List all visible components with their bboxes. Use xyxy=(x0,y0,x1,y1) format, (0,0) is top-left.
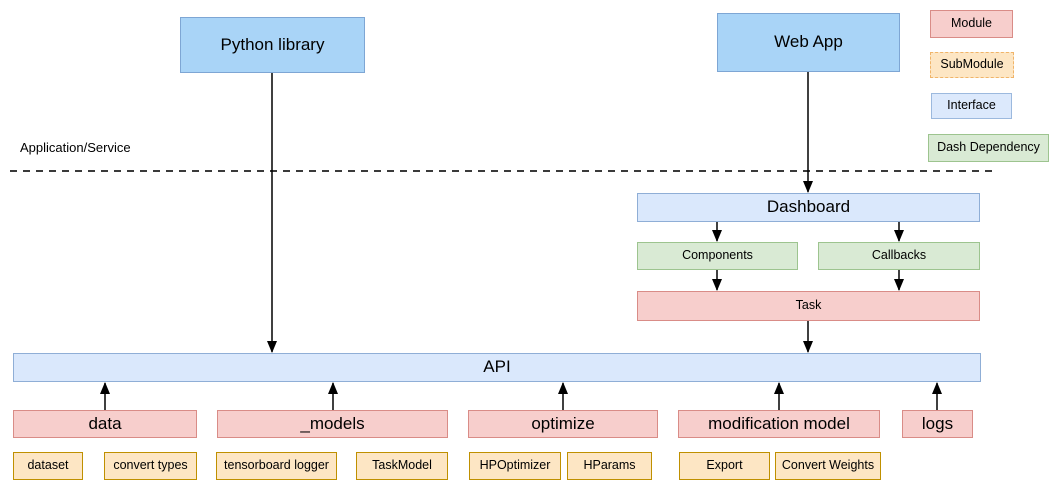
node-web-app: Web App xyxy=(717,13,900,72)
node-export: Export xyxy=(679,452,770,480)
node-convert-weights: Convert Weights xyxy=(775,452,881,480)
section-label: Application/Service xyxy=(20,140,131,155)
legend-item-interface: Interface xyxy=(931,93,1012,119)
node-modification-model: modification model xyxy=(678,410,880,438)
node-convert-types: convert types xyxy=(104,452,197,480)
node-tensorboard-logger: tensorboard logger xyxy=(216,452,337,480)
legend-item-module: Module xyxy=(930,10,1013,38)
node-components: Components xyxy=(637,242,798,270)
node-optimize: optimize xyxy=(468,410,658,438)
node-dashboard: Dashboard xyxy=(637,193,980,222)
node-data: data xyxy=(13,410,197,438)
node-python-library: Python library xyxy=(180,17,365,73)
node-hpoptimizer: HPOptimizer xyxy=(469,452,561,480)
node-taskmodel: TaskModel xyxy=(356,452,448,480)
node-models: _models xyxy=(217,410,448,438)
legend-item-submodule: SubModule xyxy=(930,52,1014,78)
legend-item-dash-dependency: Dash Dependency xyxy=(928,134,1049,162)
node-api: API xyxy=(13,353,981,382)
node-hparams: HParams xyxy=(567,452,652,480)
node-dataset: dataset xyxy=(13,452,83,480)
node-callbacks: Callbacks xyxy=(818,242,980,270)
node-task: Task xyxy=(637,291,980,321)
node-logs: logs xyxy=(902,410,973,438)
